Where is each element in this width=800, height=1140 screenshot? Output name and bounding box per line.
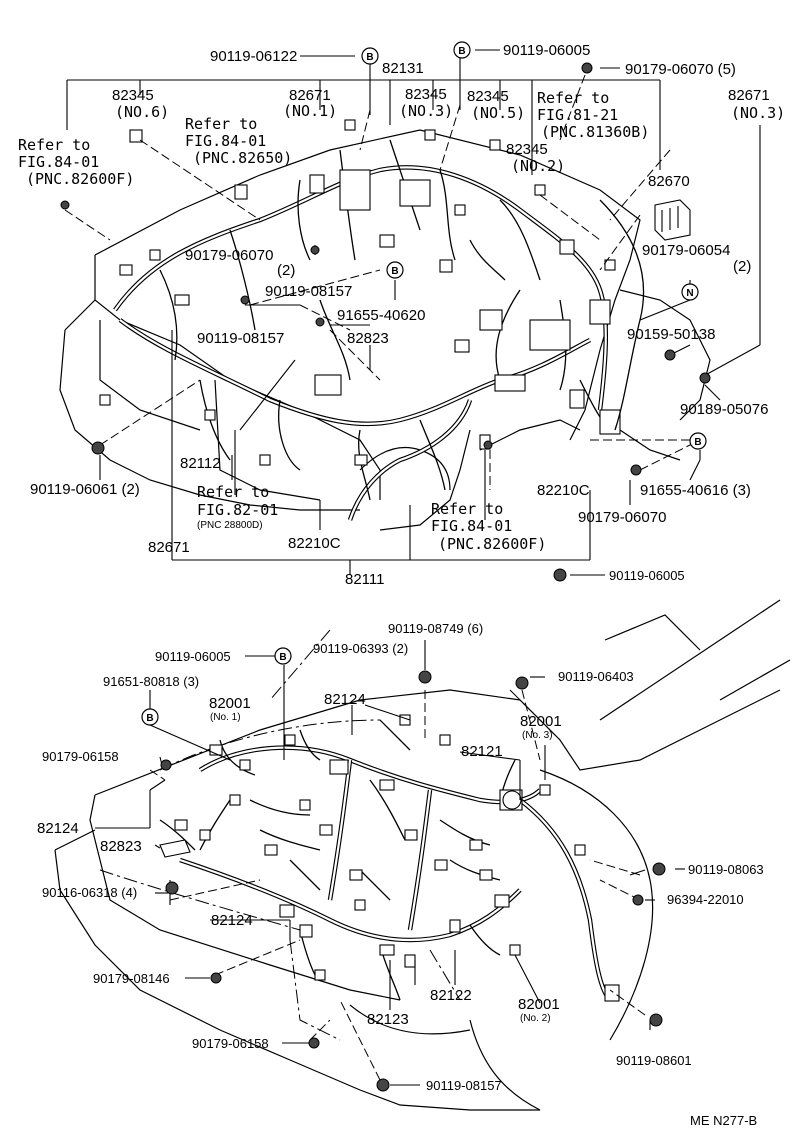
part-82671: 82671 [148, 539, 190, 556]
ref1-line2: FIG.84-01 [18, 153, 99, 171]
part-90179-06158-bottom: 90179-06158 [192, 1036, 269, 1051]
part-82345-no3-sub: (NO.3) [399, 102, 453, 120]
ref3-line2: FIG.81-21 [537, 106, 618, 124]
part-90119-08601: 90119-08601 [616, 1053, 692, 1068]
part-82671-no3: 82671 [728, 87, 770, 104]
part-90179-06054-sub: (2) [733, 258, 751, 275]
badge-b-5: B [279, 652, 286, 663]
bottom-engine-drawing [54, 599, 791, 1111]
part-82345-no5: 82345 [467, 88, 509, 105]
ref2-line2: FIG.84-01 [185, 132, 266, 150]
part-90119-08157: 90119-08157 [426, 1078, 502, 1093]
ref1-line1: Refer to [18, 136, 90, 154]
part-82345-no5-sub: (NO.5) [471, 104, 525, 122]
part-90119-08749: 90119-08749 (6) [388, 621, 483, 636]
ref5-line1: Refer to [431, 500, 503, 518]
part-82111: 82111 [345, 571, 385, 588]
part-82001-no2: 82001 [518, 996, 560, 1013]
part-82001-no3-sub: (No. 3) [522, 730, 553, 741]
ref5-line3: (PNC.82600F) [438, 535, 546, 553]
part-90179-06070: 90179-06070 [578, 509, 666, 526]
ref4-line1: Refer to [197, 483, 269, 501]
part-82001-no3: 82001 [520, 713, 562, 730]
ref4-line2: FIG.82-01 [197, 501, 278, 519]
badge-b-6: B [146, 713, 153, 724]
part-82345-no6: 82345 [112, 87, 154, 104]
part-82124-top: 82124 [324, 691, 366, 708]
part-90119-08157-a: 90119-08157 [265, 283, 352, 300]
part-90119-06393: 90119-06393 (2) [313, 641, 408, 656]
part-90119-06005-bottom: 90119-06005 [609, 568, 685, 583]
badge-b-4: B [694, 437, 701, 448]
part-91655-40616: 91655-40616 (3) [640, 482, 751, 499]
top-fasteners [60, 62, 711, 582]
part-82124-bottom: 82124 [211, 912, 253, 929]
part-82823-bottom: 82823 [100, 838, 142, 855]
part-90116-06318: 90116-06318 (4) [42, 885, 137, 900]
part-82210c-left: 82210C [288, 535, 341, 552]
top-labels: 90119-06122 82131 90119-06005 90179-0607… [18, 42, 785, 588]
bottom-phantom-lines [149, 689, 646, 1081]
top-engine-bay-drawing [59, 119, 711, 531]
badge-b-1: B [366, 52, 373, 63]
part-82131: 82131 [382, 60, 424, 77]
part-82123: 82123 [367, 1011, 409, 1028]
part-82345-no6-sub: (NO.6) [115, 103, 169, 121]
part-90119-08063: 90119-08063 [688, 862, 764, 877]
ref3-line1: Refer to [537, 89, 609, 107]
bottom-badges: B B [141, 647, 292, 726]
bottom-fasteners [160, 670, 666, 1092]
part-82210c-right: 82210C [537, 482, 590, 499]
part-90119-06005: 90119-06005 [155, 649, 231, 664]
part-90119-06061: 90119-06061 (2) [30, 481, 140, 498]
part-90119-08157-b: 90119-08157 [197, 330, 284, 347]
part-82122: 82122 [430, 987, 472, 1004]
bottom-leader-lines [95, 640, 685, 1086]
figure-code: ME N277-B [690, 1113, 757, 1128]
part-82671-no1: 82671 [289, 87, 331, 104]
part-90179-06054: 90179-06054 [642, 242, 730, 259]
part-82001-no2-sub: (No. 2) [520, 1013, 551, 1024]
part-90119-06403: 90119-06403 [558, 669, 634, 684]
part-82001-no1: 82001 [209, 695, 251, 712]
ref4-line3: (PNC 28800D) [197, 520, 263, 531]
badge-b-2: B [458, 46, 465, 57]
badge-n: N [686, 288, 693, 299]
ref2-line3: (PNC.82650) [193, 149, 292, 167]
part-90189-05076: 90189-05076 [680, 401, 768, 418]
top-badges: B B B N B [361, 41, 707, 450]
part-90179-06070-5: 90179-06070 (5) [625, 61, 736, 78]
top-phantom-lines [64, 74, 701, 490]
part-90119-06005-top: 90119-06005 [503, 42, 590, 59]
part-90179-06158-top: 90179-06158 [42, 749, 119, 764]
part-90179-08146: 90179-08146 [93, 971, 170, 986]
part-90119-06122: 90119-06122 [210, 48, 297, 65]
ref3-line3: (PNC.81360B) [541, 123, 649, 141]
part-91651-80818: 91651-80818 (3) [103, 674, 199, 689]
part-90159-50138: 90159-50138 [627, 326, 715, 343]
part-82121: 82121 [461, 743, 503, 760]
part-90179-06070-2-sub: (2) [277, 262, 295, 279]
ref2-line1: Refer to [185, 115, 257, 133]
top-leader-lines [66, 49, 761, 576]
ref5-line2: FIG.84-01 [431, 517, 512, 535]
part-90179-06070-2: 90179-06070 [185, 247, 273, 264]
part-82112: 82112 [180, 455, 221, 472]
ref1-line3: (PNC.82600F) [26, 170, 134, 188]
part-96394-22010: 96394-22010 [667, 892, 744, 907]
part-82001-no1-sub: (No. 1) [210, 712, 241, 723]
part-82671-no1-sub: (NO.1) [283, 102, 337, 120]
part-82345-no3: 82345 [405, 86, 447, 103]
part-82345-no2-sub: (NO.2) [511, 157, 565, 175]
part-82345-no2: 82345 [506, 141, 548, 158]
part-82671-no3-sub: (NO.3) [731, 104, 785, 122]
part-82670: 82670 [648, 173, 690, 190]
part-82124-left: 82124 [37, 820, 79, 837]
bottom-labels: 90119-06005 90119-06393 (2) 90119-08749 … [37, 621, 764, 1093]
badge-b-3: B [391, 266, 398, 277]
part-82823-top: 82823 [347, 330, 389, 347]
part-91655-40620: 91655-40620 [337, 307, 425, 324]
